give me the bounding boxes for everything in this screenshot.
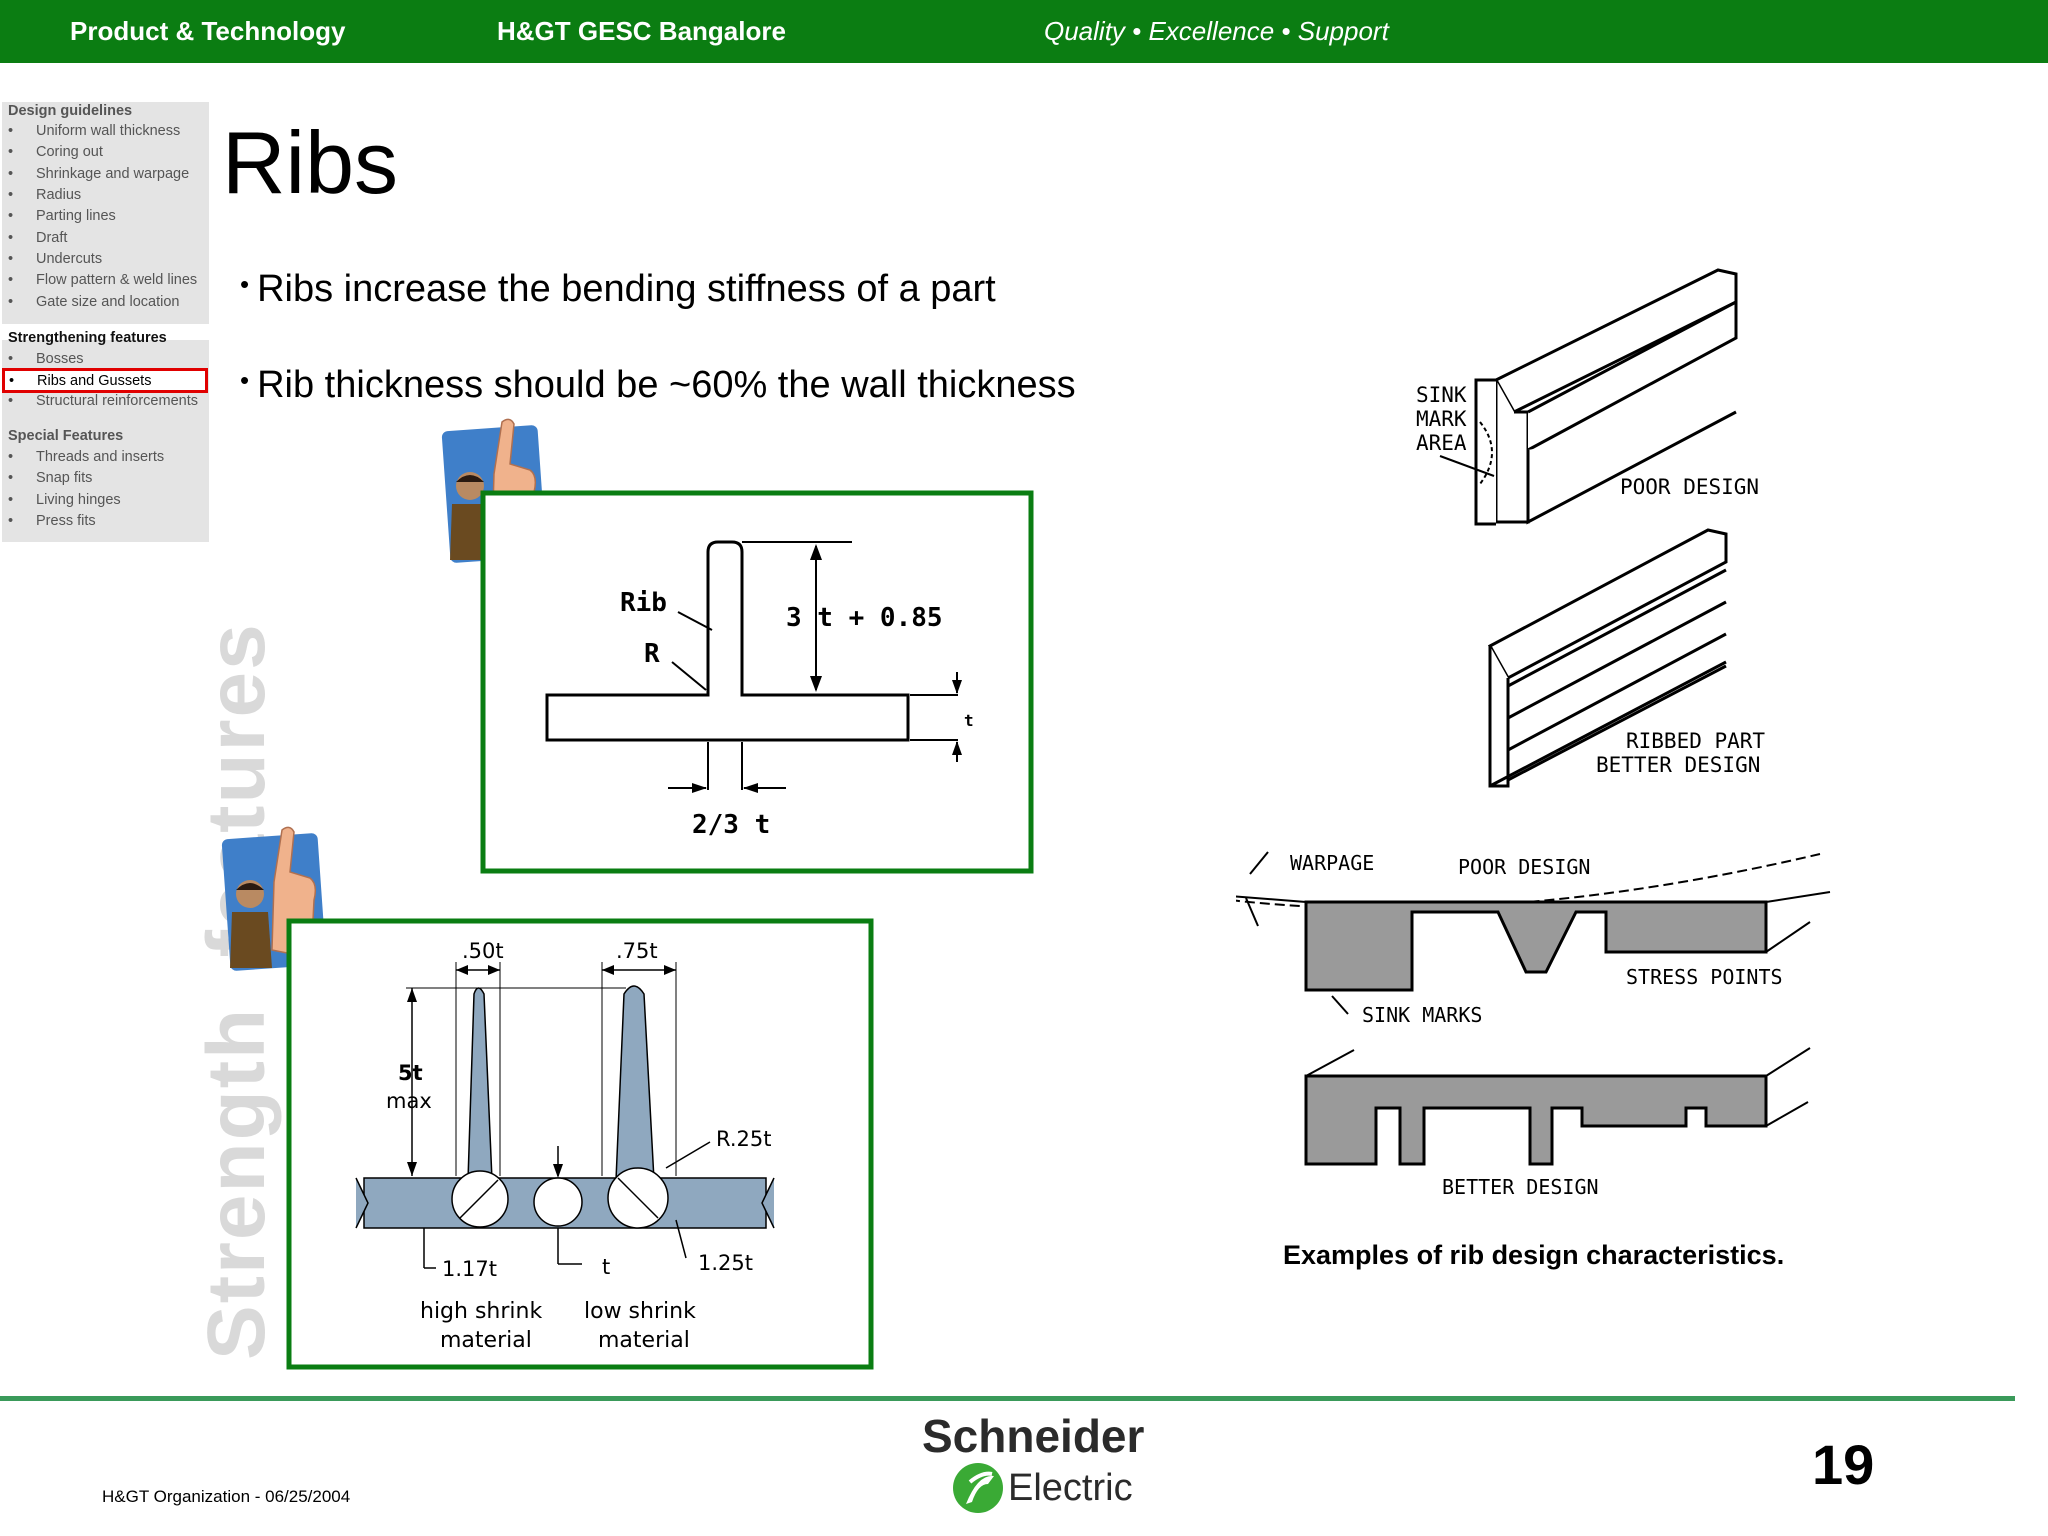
label-high-shrink: high shrink (420, 1299, 542, 1324)
shrink-material-diagram: .50t .75t 5t max R.25t 1.17t t 1.25t hig… (286, 918, 874, 1370)
rib-dimension-diagram: Rib R 3 t + 0.85 t 2/3 t (480, 490, 1034, 874)
footer-org-date: H&GT Organization - 06/25/2004 (102, 1487, 351, 1506)
rib-design-examples: SINK MARK AREA POOR DESIGN RIBBED PART B… (1236, 268, 1831, 1199)
dim-075t: .75t (616, 939, 658, 963)
rib-label: Rib (620, 588, 667, 618)
sidebar-item-ribs-gussets[interactable]: •Ribs and Gussets (2, 368, 208, 393)
sidebar-separator (2, 324, 209, 340)
bullet-1: •Ribs increase the bending stiffness of … (240, 268, 996, 310)
footer-divider (0, 1396, 2015, 1401)
svg-text:Electric: Electric (1008, 1467, 1133, 1509)
dim-r025t: R.25t (716, 1127, 771, 1151)
page-number: 19 (1812, 1433, 1875, 1496)
label-material-1: material (440, 1328, 532, 1353)
label-stress-points: STRESS POINTS (1626, 965, 1783, 989)
label-poor-design-2: POOR DESIGN (1458, 855, 1590, 879)
header-bar: Product & Technology H&GT GESC Bangalore… (0, 0, 2048, 63)
label-material-2: material (598, 1328, 690, 1353)
figure-caption: Examples of rib design characteristics. (1283, 1240, 1785, 1270)
header-tagline: Quality • Excellence • Support (1044, 16, 1389, 46)
header-left: Product & Technology (70, 16, 346, 46)
svg-text:Schneider: Schneider (922, 1412, 1145, 1462)
label-better-design-1: BETTER DESIGN (1596, 753, 1760, 777)
slide-title: Ribs (222, 113, 399, 212)
dim-5t: 5t (398, 1061, 423, 1085)
vertical-section-title: Strength features (191, 622, 282, 1360)
dim-125t: 1.25t (698, 1251, 753, 1275)
label-sink: SINK (1416, 383, 1467, 407)
label-area: AREA (1416, 431, 1467, 455)
bullet-2: •Rib thickness should be ~60% the wall t… (240, 364, 1076, 406)
sidebar-nav: Design guidelines •Uniform wall thicknes… (2, 102, 209, 542)
sidebar-heading-special: Special Features (8, 428, 124, 444)
radius-label: R (644, 639, 660, 669)
label-poor-design-1: POOR DESIGN (1620, 475, 1759, 499)
dim-t: t (602, 1255, 610, 1279)
label-ribbed-part: RIBBED PART (1626, 729, 1765, 753)
height-label: 3 t + 0.85 (786, 603, 943, 633)
thickness-label: t (964, 711, 974, 730)
label-better-design-2: BETTER DESIGN (1442, 1175, 1599, 1199)
sidebar-heading-strength: Strengthening features (8, 330, 167, 346)
dim-max: max (386, 1089, 432, 1113)
sidebar-heading-design: Design guidelines (8, 103, 133, 119)
dim-117t: 1.17t (442, 1257, 497, 1281)
dim-050t: .50t (462, 939, 504, 963)
schneider-electric-logo: Schneider Electric (922, 1412, 1145, 1513)
label-warpage: WARPAGE (1290, 851, 1374, 875)
width-label: 2/3 t (692, 810, 770, 840)
label-low-shrink: low shrink (584, 1299, 696, 1324)
header-center: H&GT GESC Bangalore (497, 16, 786, 46)
label-mark: MARK (1416, 407, 1467, 431)
label-sink-marks: SINK MARKS (1362, 1003, 1482, 1027)
